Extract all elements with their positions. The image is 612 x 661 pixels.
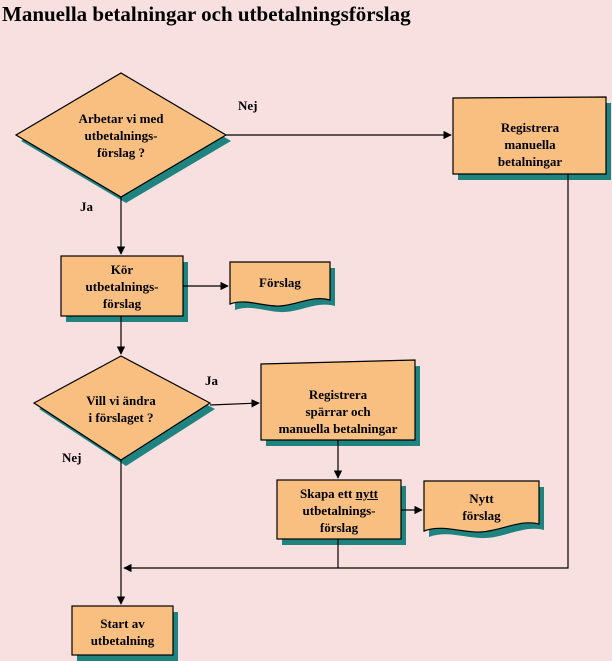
page-title: Manuella betalningar och utbetalningsför… <box>2 2 411 26</box>
kor-forslag-box <box>60 255 184 317</box>
forslag-document <box>229 261 331 307</box>
nytt-forslag-label: Nytt förslag <box>462 491 501 523</box>
skapa-nytt-box <box>276 479 402 540</box>
registrera-manuella-box <box>452 96 607 175</box>
edge-label-d2-ja: Ja <box>205 373 218 388</box>
decision-1-label: Arbetar vi med utbetalnings- förslag ? <box>78 111 164 160</box>
registrera-manuella-label: Registrera manuella betalningar <box>497 120 563 169</box>
registrera-sparrar-label: Registrera spärrar och manuella betalnin… <box>278 387 398 436</box>
edge-registrera-to-merge <box>123 174 569 573</box>
registrera-sparrar-box <box>260 359 416 441</box>
forslag-label: Förslag <box>259 275 301 290</box>
start-box <box>71 605 174 656</box>
edge-label-d1-ja: Ja <box>80 199 93 214</box>
start-label: Start av utbetalning <box>90 616 155 648</box>
edge-label-d2-nej: Nej <box>62 450 82 465</box>
decision-2-label: Vill vi ändra i förslaget ? <box>86 393 156 425</box>
kor-forslag-label: Kör utbetalnings- förslag <box>85 262 159 311</box>
nytt-forslag-document <box>423 480 540 533</box>
skapa-nytt-label: Skapa ett nytt utbetalnings- förslag <box>299 486 378 535</box>
edge-label-d1-nej: Nej <box>238 98 258 113</box>
edge-d2-to-sparrar <box>209 399 260 408</box>
